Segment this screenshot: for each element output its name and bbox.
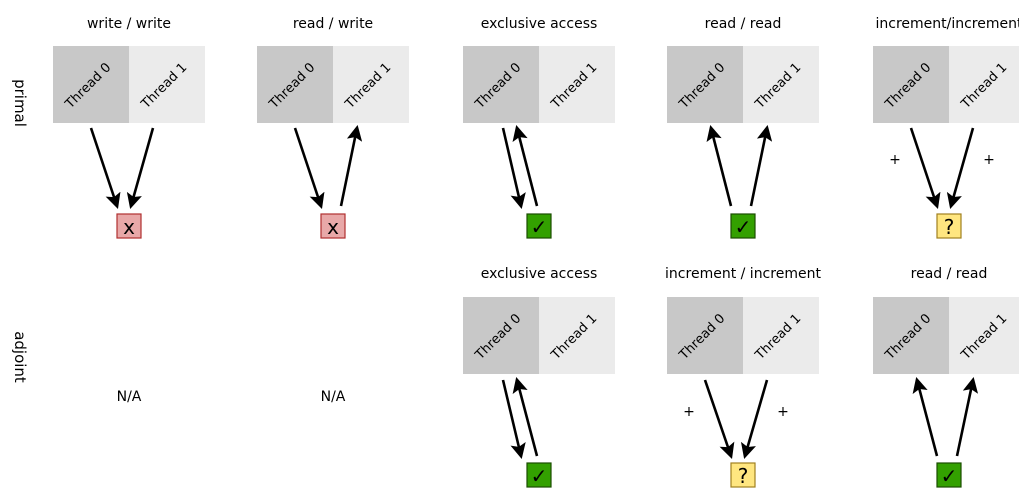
arrow-result-to-thread1 (339, 124, 363, 207)
thread-1-box (743, 297, 819, 374)
thread-0-box (873, 297, 949, 374)
plus-mark: + (983, 152, 995, 168)
row-label-primal: primal (11, 79, 29, 127)
thread-0-box (463, 297, 539, 374)
panel-title: exclusive access (481, 16, 598, 32)
panel-title: increment/increment (876, 16, 1019, 32)
arrow-up (512, 376, 539, 457)
panel-title: exclusive access (481, 266, 598, 282)
thread-0-box (463, 46, 539, 123)
thread-0-box (667, 46, 743, 123)
checkmark-icon: ✓ (531, 464, 548, 488)
arrow-thread0-to-result (89, 127, 121, 209)
panel-title: read / read (705, 16, 782, 32)
na-label: N/A (117, 389, 142, 405)
panel-title: read / write (293, 16, 373, 32)
unknown-status-box (730, 462, 756, 488)
panel-title: read / read (911, 266, 988, 282)
arrow-thread0-to-result (909, 127, 941, 209)
thread-0-box (53, 46, 129, 123)
plus-mark: + (683, 404, 695, 420)
ok-status-box (526, 213, 552, 239)
thread-0-box (667, 297, 743, 374)
fail-status-box (116, 213, 142, 239)
thread-1-box (539, 46, 615, 123)
arrow-result-to-thread0 (912, 376, 939, 457)
thread-0-box (873, 46, 949, 123)
arrow-thread0-to-result (703, 379, 735, 459)
thread-1-box (743, 46, 819, 123)
arrow-down (501, 127, 526, 210)
question-icon: ? (738, 464, 749, 488)
arrow-down (501, 379, 526, 460)
arrow-result-to-thread1 (749, 124, 773, 207)
thread-1-box (333, 46, 409, 123)
thread-1-box (129, 46, 205, 123)
fail-status-box (320, 213, 346, 239)
arrow-thread1-to-result (946, 127, 975, 210)
arrow-thread1-to-result (126, 127, 155, 210)
ok-status-box (526, 462, 552, 488)
row-label-adjoint: adjoint (11, 331, 29, 383)
thread-1-box (949, 297, 1019, 374)
thread-1-box (949, 46, 1019, 123)
arrow-result-to-thread0 (706, 124, 733, 207)
plus-mark: + (889, 152, 901, 168)
arrow-thread1-to-result (740, 379, 769, 459)
arrow-up (512, 124, 539, 207)
arrow-thread0-to-result (293, 127, 325, 209)
arrow-result-to-thread1 (955, 376, 979, 457)
ok-status-box (730, 213, 756, 239)
thread-1-box (539, 297, 615, 374)
checkmark-icon: ✓ (941, 464, 958, 488)
x-icon: x (327, 215, 339, 239)
question-icon: ? (944, 215, 955, 239)
x-icon: x (123, 215, 135, 239)
plus-mark: + (777, 404, 789, 420)
na-label: N/A (321, 389, 346, 405)
panel-title: write / write (87, 16, 171, 32)
panel-title: increment / increment (665, 266, 821, 282)
unknown-status-box (936, 213, 962, 239)
checkmark-icon: ✓ (735, 215, 752, 239)
thread-0-box (257, 46, 333, 123)
ok-status-box (936, 462, 962, 488)
checkmark-icon: ✓ (531, 215, 548, 239)
